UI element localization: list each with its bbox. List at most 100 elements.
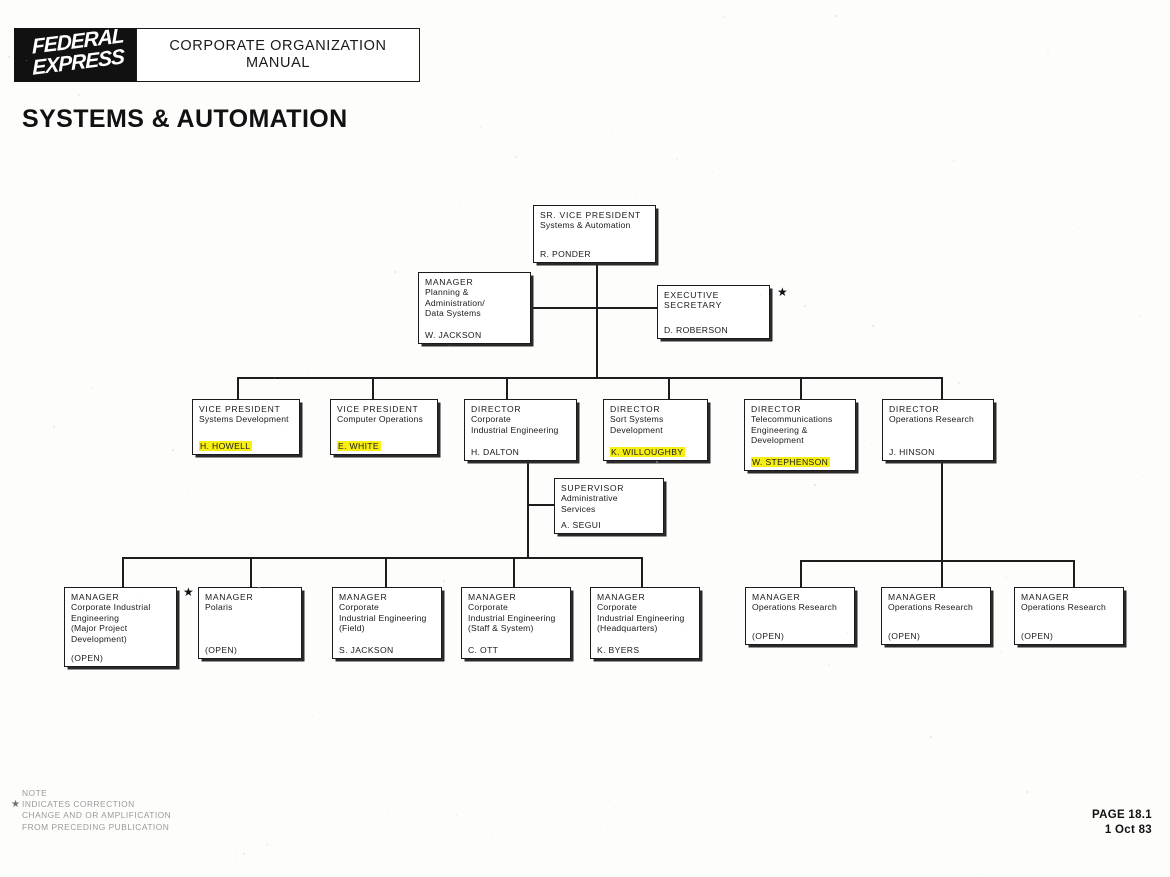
org-node-dir-corporate-ie[interactable]: DIRECTOR Corporate Industrial Engineerin… — [464, 399, 577, 461]
org-node-mgr-ie-headquarters[interactable]: MANAGER Corporate Industrial Engineering… — [590, 587, 700, 659]
org-node-mgr-planning[interactable]: MANAGER Planning & Administration/ Data … — [418, 272, 531, 344]
org-node-sub: Operations Research — [1021, 602, 1107, 613]
org-node-sub: (Staff & System) — [468, 623, 534, 634]
footnote-star-icon: ★ — [11, 799, 21, 810]
drop-mgr-major — [122, 557, 124, 587]
org-node-dir-sort-systems[interactable]: DIRECTOR Sort Systems Development K. WIL… — [603, 399, 708, 461]
org-node-sub: Data Systems — [425, 308, 481, 319]
org-node-name: A. SEGUI — [561, 519, 602, 530]
org-node-name: R. PONDER — [540, 248, 591, 259]
page-title: SYSTEMS & AUTOMATION — [22, 105, 348, 133]
org-node-role: MANAGER — [752, 592, 801, 602]
org-node-name: J. HINSON — [889, 446, 935, 457]
org-node-mgr-or-2[interactable]: MANAGER Operations Research (OPEN) — [881, 587, 991, 645]
drop-mgr-polaris — [250, 557, 252, 587]
connector-tier3-bus-right — [800, 560, 1073, 562]
footnote-line: CHANGE AND OR AMPLIFICATION — [22, 810, 172, 821]
drop-dir-sort — [668, 377, 670, 399]
manual-title-line-2: MANUAL — [245, 55, 311, 71]
drop-dir-telecom — [800, 377, 802, 399]
connector-staff-arm-right — [596, 307, 658, 309]
org-node-sub: Systems & Automation — [540, 220, 631, 231]
connector-opres-stem — [941, 462, 943, 561]
org-node-vp-computer-operations[interactable]: VICE PRESIDENT Computer Operations E. WH… — [330, 399, 438, 455]
org-node-name: (OPEN) — [888, 630, 921, 641]
org-node-sub: Corporate — [339, 602, 380, 613]
org-node-sub: (Headquarters) — [597, 623, 658, 634]
org-node-name: C. OTT — [468, 644, 499, 655]
org-node-sub: Administration/ — [425, 297, 485, 308]
drop-mgr-or1 — [800, 560, 802, 587]
org-node-role: MANAGER — [888, 592, 937, 602]
org-node-sub: Operations Research — [752, 602, 838, 613]
org-node-sub: Telecommunications — [751, 414, 833, 425]
org-node-name: (OPEN) — [752, 630, 785, 641]
org-node-sub: Development — [751, 435, 804, 446]
org-node-sub: Polaris — [205, 602, 233, 613]
drop-vp-compops — [372, 377, 374, 399]
page-footer: PAGE 18.1 1 Oct 83 — [1092, 808, 1152, 838]
org-node-name: (OPEN) — [1021, 630, 1054, 641]
org-node-svp[interactable]: SR. VICE PRESIDENT Systems & Automation … — [533, 205, 656, 263]
footnote-line: NOTE — [22, 788, 48, 798]
org-node-sub: Engineering — [71, 612, 120, 623]
org-node-role: VICE PRESIDENT — [199, 404, 281, 414]
org-node-role: VICE PRESIDENT — [337, 404, 419, 414]
org-node-mgr-or-1[interactable]: MANAGER Operations Research (OPEN) — [745, 587, 855, 645]
org-node-sub: Industrial Engineering — [471, 424, 559, 435]
federal-express-logo: FEDERAL EXPRESS — [14, 28, 138, 82]
org-node-name: W. JACKSON — [425, 329, 482, 340]
manual-title-line-1: CORPORATE ORGANIZATION — [169, 38, 387, 54]
correction-star-icon: ★ — [777, 285, 788, 299]
org-node-mgr-major-project[interactable]: MANAGER Corporate Industrial Engineering… — [64, 587, 177, 667]
org-node-sub: Systems Development — [199, 414, 289, 425]
org-node-sub: Industrial Engineering — [339, 612, 427, 623]
org-node-role: MANAGER — [425, 277, 474, 287]
drop-mgr-staff — [513, 557, 515, 587]
org-node-mgr-ie-staff-system[interactable]: MANAGER Corporate Industrial Engineering… — [461, 587, 571, 659]
org-node-sub: Administrative — [561, 493, 618, 504]
org-node-mgr-or-3[interactable]: MANAGER Operations Research (OPEN) — [1014, 587, 1124, 645]
org-node-role: DIRECTOR — [889, 404, 940, 414]
org-node-sub: Planning & — [425, 287, 469, 298]
org-node-sub: Operations Research — [889, 414, 975, 425]
org-node-name: W. STEPHENSON — [751, 456, 831, 467]
drop-mgr-field — [385, 557, 387, 587]
org-node-sub: Services — [561, 503, 596, 514]
org-node-sub: (Major Project — [71, 623, 128, 634]
org-node-name: H. HOWELL — [199, 440, 253, 451]
org-node-role: DIRECTOR — [610, 404, 661, 414]
org-node-sub: Computer Operations — [337, 414, 423, 425]
footnote: ★ NOTE INDICATES CORRECTION CHANGE AND O… — [11, 788, 172, 833]
connector-tier2-bus — [237, 377, 942, 379]
org-node-role: MANAGER — [468, 592, 517, 602]
org-node-name: D. ROBERSON — [664, 324, 729, 335]
org-node-sub: Industrial Engineering — [468, 612, 556, 623]
org-node-sub: Corporate — [471, 414, 512, 425]
org-node-role: EXECUTIVE — [664, 290, 720, 300]
correction-star-icon: ★ — [183, 585, 194, 599]
manual-header: FEDERAL EXPRESS CORPORATE ORGANIZATION M… — [14, 28, 420, 82]
org-node-name: K. BYERS — [597, 644, 640, 655]
drop-mgr-or3 — [1073, 560, 1075, 587]
org-node-dir-operations-research[interactable]: DIRECTOR Operations Research J. HINSON — [882, 399, 994, 461]
org-node-exec-secretary[interactable]: EXECUTIVE SECRETARY D. ROBERSON — [657, 285, 770, 339]
page-date: 1 Oct 83 — [1104, 824, 1152, 836]
org-node-role: MANAGER — [597, 592, 646, 602]
org-node-supervisor-admin[interactable]: SUPERVISOR Administrative Services A. SE… — [554, 478, 664, 534]
org-node-mgr-ie-field[interactable]: MANAGER Corporate Industrial Engineering… — [332, 587, 442, 659]
org-node-name: (OPEN) — [71, 652, 104, 663]
drop-mgr-or2 — [941, 560, 943, 587]
org-node-sub: Development — [610, 424, 663, 435]
page-number: PAGE 18.1 — [1091, 809, 1152, 821]
org-node-mgr-polaris[interactable]: MANAGER Polaris (OPEN) — [198, 587, 302, 659]
org-node-name: K. WILLOUGHBY — [610, 446, 686, 457]
org-node-sub: Industrial Engineering — [597, 612, 685, 623]
org-node-sub: SECRETARY — [664, 300, 723, 311]
org-node-name: E. WHITE — [337, 440, 381, 451]
org-node-name: H. DALTON — [471, 446, 520, 457]
org-node-dir-telecommunications[interactable]: DIRECTOR Telecommunications Engineering … — [744, 399, 856, 471]
org-node-vp-systems-development[interactable]: VICE PRESIDENT Systems Development H. HO… — [192, 399, 300, 455]
connector-supervisor-arm — [527, 504, 555, 506]
